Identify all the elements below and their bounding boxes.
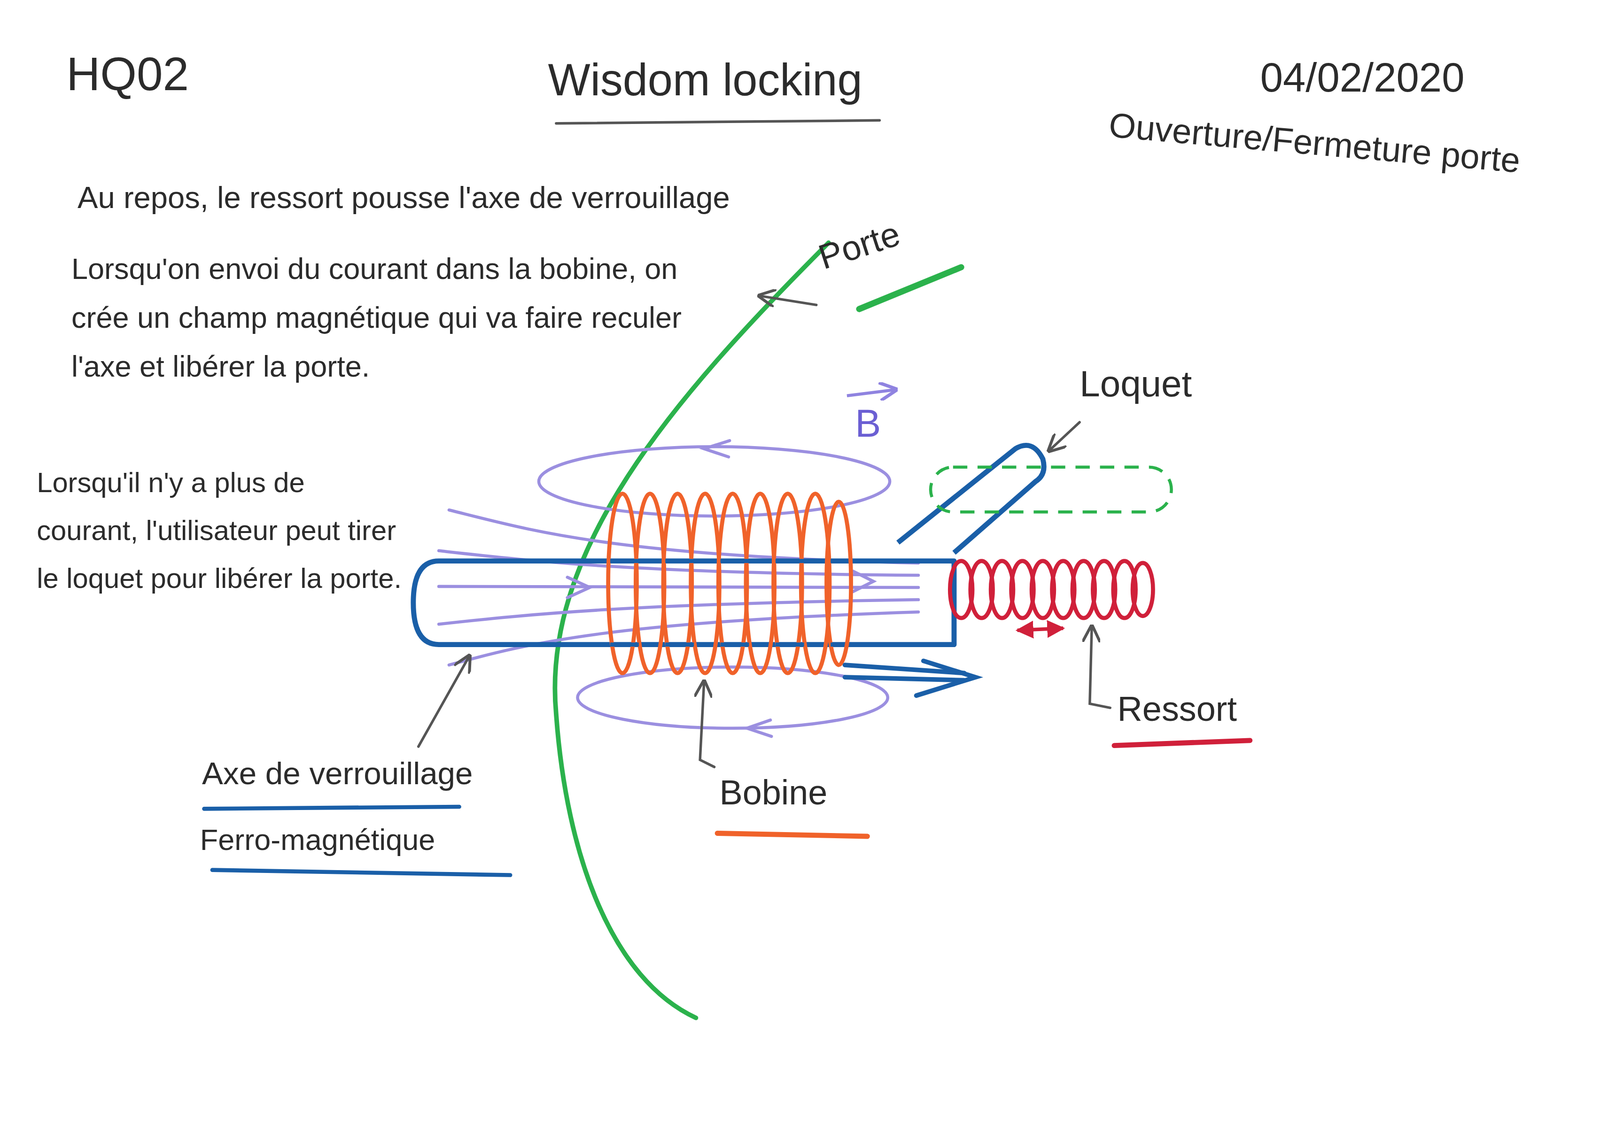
door-underline — [859, 267, 962, 310]
leader-lines — [418, 295, 1111, 768]
shaft-hidden-edge — [610, 559, 849, 564]
part-label: Loquet — [1079, 362, 1192, 407]
latch-pulled-position — [930, 467, 1172, 513]
spring-leader — [1089, 626, 1111, 709]
coil — [608, 493, 852, 674]
ferro-underline — [212, 870, 511, 876]
coil-turn — [826, 502, 851, 666]
field-line — [438, 586, 919, 588]
latch-leader — [1048, 422, 1080, 451]
spring-underline — [1114, 740, 1251, 746]
coil-underline — [717, 833, 868, 837]
field-arrow-bottom — [746, 720, 772, 737]
field-arrow-in — [567, 577, 591, 598]
date-text: 04/02/2020 — [1260, 53, 1465, 102]
shaft-leader — [418, 656, 470, 747]
part-label: Ferro-magnétique — [200, 822, 436, 859]
motion-arrow-shaft — [845, 677, 965, 681]
spring — [949, 561, 1153, 619]
shaft-motion-arrow — [845, 660, 976, 696]
shaft-hidden-edge — [610, 642, 849, 647]
motion-arrow-head — [916, 660, 976, 696]
field-line — [438, 599, 919, 625]
door-outline — [554, 242, 829, 1019]
title-text: Wisdom locking — [547, 53, 863, 108]
spring-turn — [1132, 563, 1153, 617]
vector-arrow — [846, 389, 896, 397]
door-leader — [759, 295, 817, 306]
subject-text: Ouverture/Fermeture porte — [1107, 104, 1523, 182]
part-label: Axe de verrouillage — [201, 754, 473, 793]
locking-shaft — [413, 561, 955, 645]
latch — [898, 445, 1045, 553]
title-underline — [556, 120, 880, 124]
axis-underline — [204, 807, 460, 809]
field-loop-bottom — [577, 667, 888, 729]
spring-motion-arrow — [1017, 628, 1064, 631]
note-text: Lorsqu'il n'y a plus de courant, l'utili… — [36, 458, 406, 603]
vector-symbol: B — [854, 400, 881, 447]
reference-code: HQ02 — [66, 46, 189, 103]
coil-leader — [699, 681, 715, 768]
part-label: Bobine — [719, 772, 828, 815]
field-arrow-top — [704, 440, 730, 458]
part-label: Porte — [813, 213, 906, 279]
note-text: Lorsqu'on envoi du courant dans la bobin… — [71, 244, 682, 392]
field-arrow-out — [853, 571, 874, 592]
part-label: Ressort — [1117, 688, 1237, 731]
shaft-hidden-edge — [610, 561, 849, 645]
note-text: Au repos, le ressort pousse l'axe de ver… — [77, 179, 731, 217]
magnetic-field-lines — [438, 440, 919, 737]
